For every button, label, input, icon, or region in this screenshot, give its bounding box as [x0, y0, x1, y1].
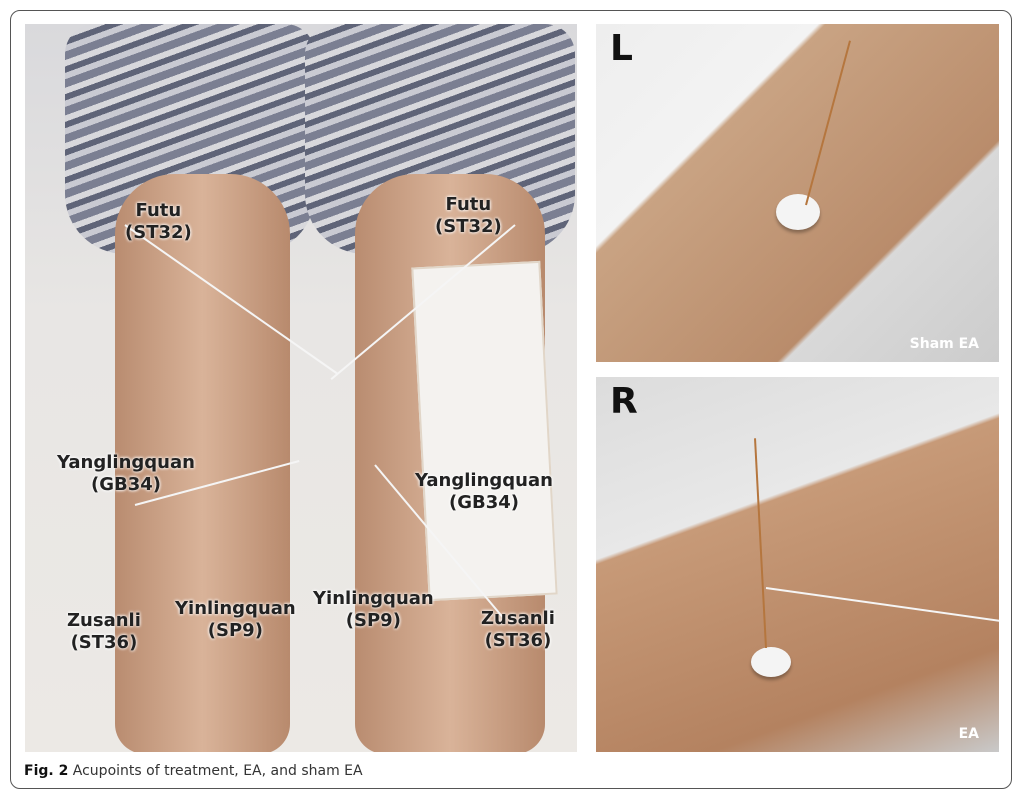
caption-text: Acupoints of treatment, EA, and sham EA [72, 763, 363, 779]
acupoint-label: Zusanli(ST36) [67, 610, 141, 653]
acupoint-label: Yanglingquan(GB34) [415, 470, 553, 513]
electrode-wire [765, 587, 999, 623]
acupoint-label: Yinlingquan(SP9) [175, 598, 296, 641]
needle-pad [776, 194, 820, 230]
sham-ea-photo: L Sham EA [596, 24, 999, 362]
acupoint-label: Yanglingquan(GB34) [57, 452, 195, 495]
figure-caption: Fig. 2 Acupoints of treatment, EA, and s… [24, 763, 363, 779]
treatment-acupoints-photo: Futu(ST32) Futu(ST32) Yanglingquan(GB34)… [25, 24, 577, 752]
left-leg [115, 174, 290, 752]
caption-label: Fig. 2 [24, 763, 69, 779]
acupoint-label: Futu(ST32) [125, 200, 192, 243]
figure-frame [10, 10, 1012, 789]
acupoint-label: Futu(ST32) [435, 194, 502, 237]
acupoint-label: Yinlingquan(SP9) [313, 588, 434, 631]
knee-tape [411, 260, 558, 602]
panel-tag: EA [958, 726, 979, 742]
needle-pad [751, 647, 791, 677]
panel-tag: Sham EA [909, 336, 979, 352]
acupoint-label: Zusanli(ST36) [481, 608, 555, 651]
panel-letter: R [610, 381, 638, 422]
needle [805, 40, 851, 206]
panel-letter: L [610, 28, 633, 69]
needle [754, 438, 767, 649]
ea-photo: R EA [596, 377, 999, 752]
